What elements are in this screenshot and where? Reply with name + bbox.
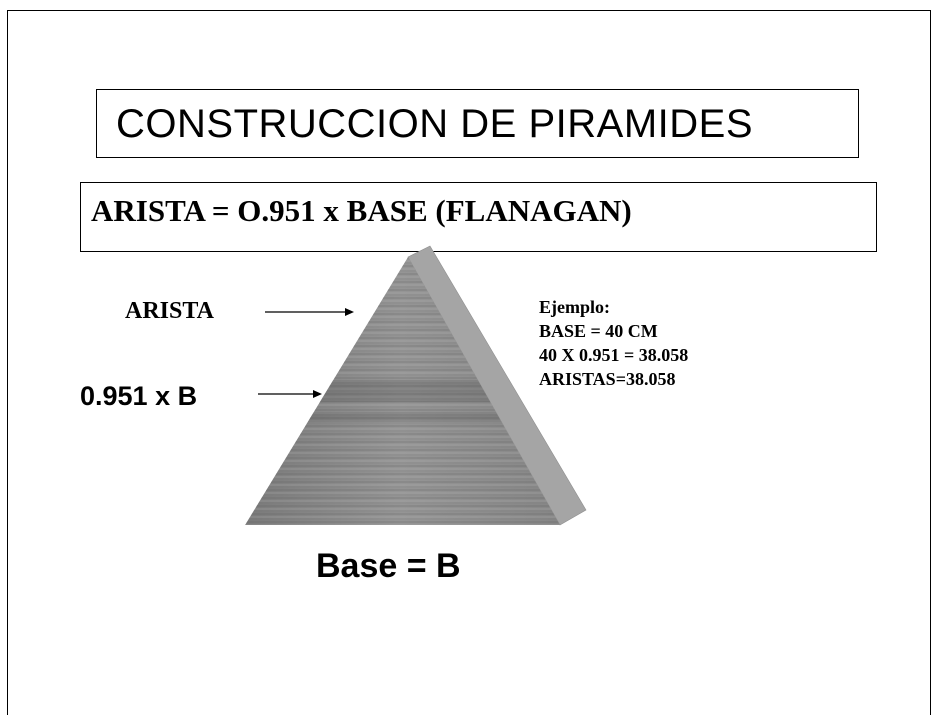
pyramid-illustration [245, 245, 587, 526]
pyramid-side-face [408, 246, 586, 525]
pyramid-side-edge [407, 245, 587, 526]
example-block: Ejemplo: BASE = 40 CM 40 X 0.951 = 38.05… [539, 295, 688, 391]
arista-arrow-icon [265, 308, 354, 316]
formula-text: ARISTA = O.951 x BASE (FLANAGAN) [91, 193, 632, 228]
example-line: 40 X 0.951 = 38.058 [539, 345, 689, 365]
ratio-label: 0.951 x B [80, 381, 198, 411]
base-label: Base = B [316, 547, 461, 585]
title-box: CONSTRUCCION DE PIRAMIDES [96, 89, 859, 158]
ratio-arrow-icon [258, 390, 322, 398]
slide-title: CONSTRUCCION DE PIRAMIDES [116, 102, 753, 146]
example-heading: Ejemplo: [539, 297, 610, 317]
formula-box: ARISTA = O.951 x BASE (FLANAGAN) [80, 182, 877, 252]
example-line: ARISTAS=38.058 [539, 369, 676, 389]
example-line: BASE = 40 CM [539, 321, 658, 341]
arista-label: ARISTA [125, 298, 214, 324]
